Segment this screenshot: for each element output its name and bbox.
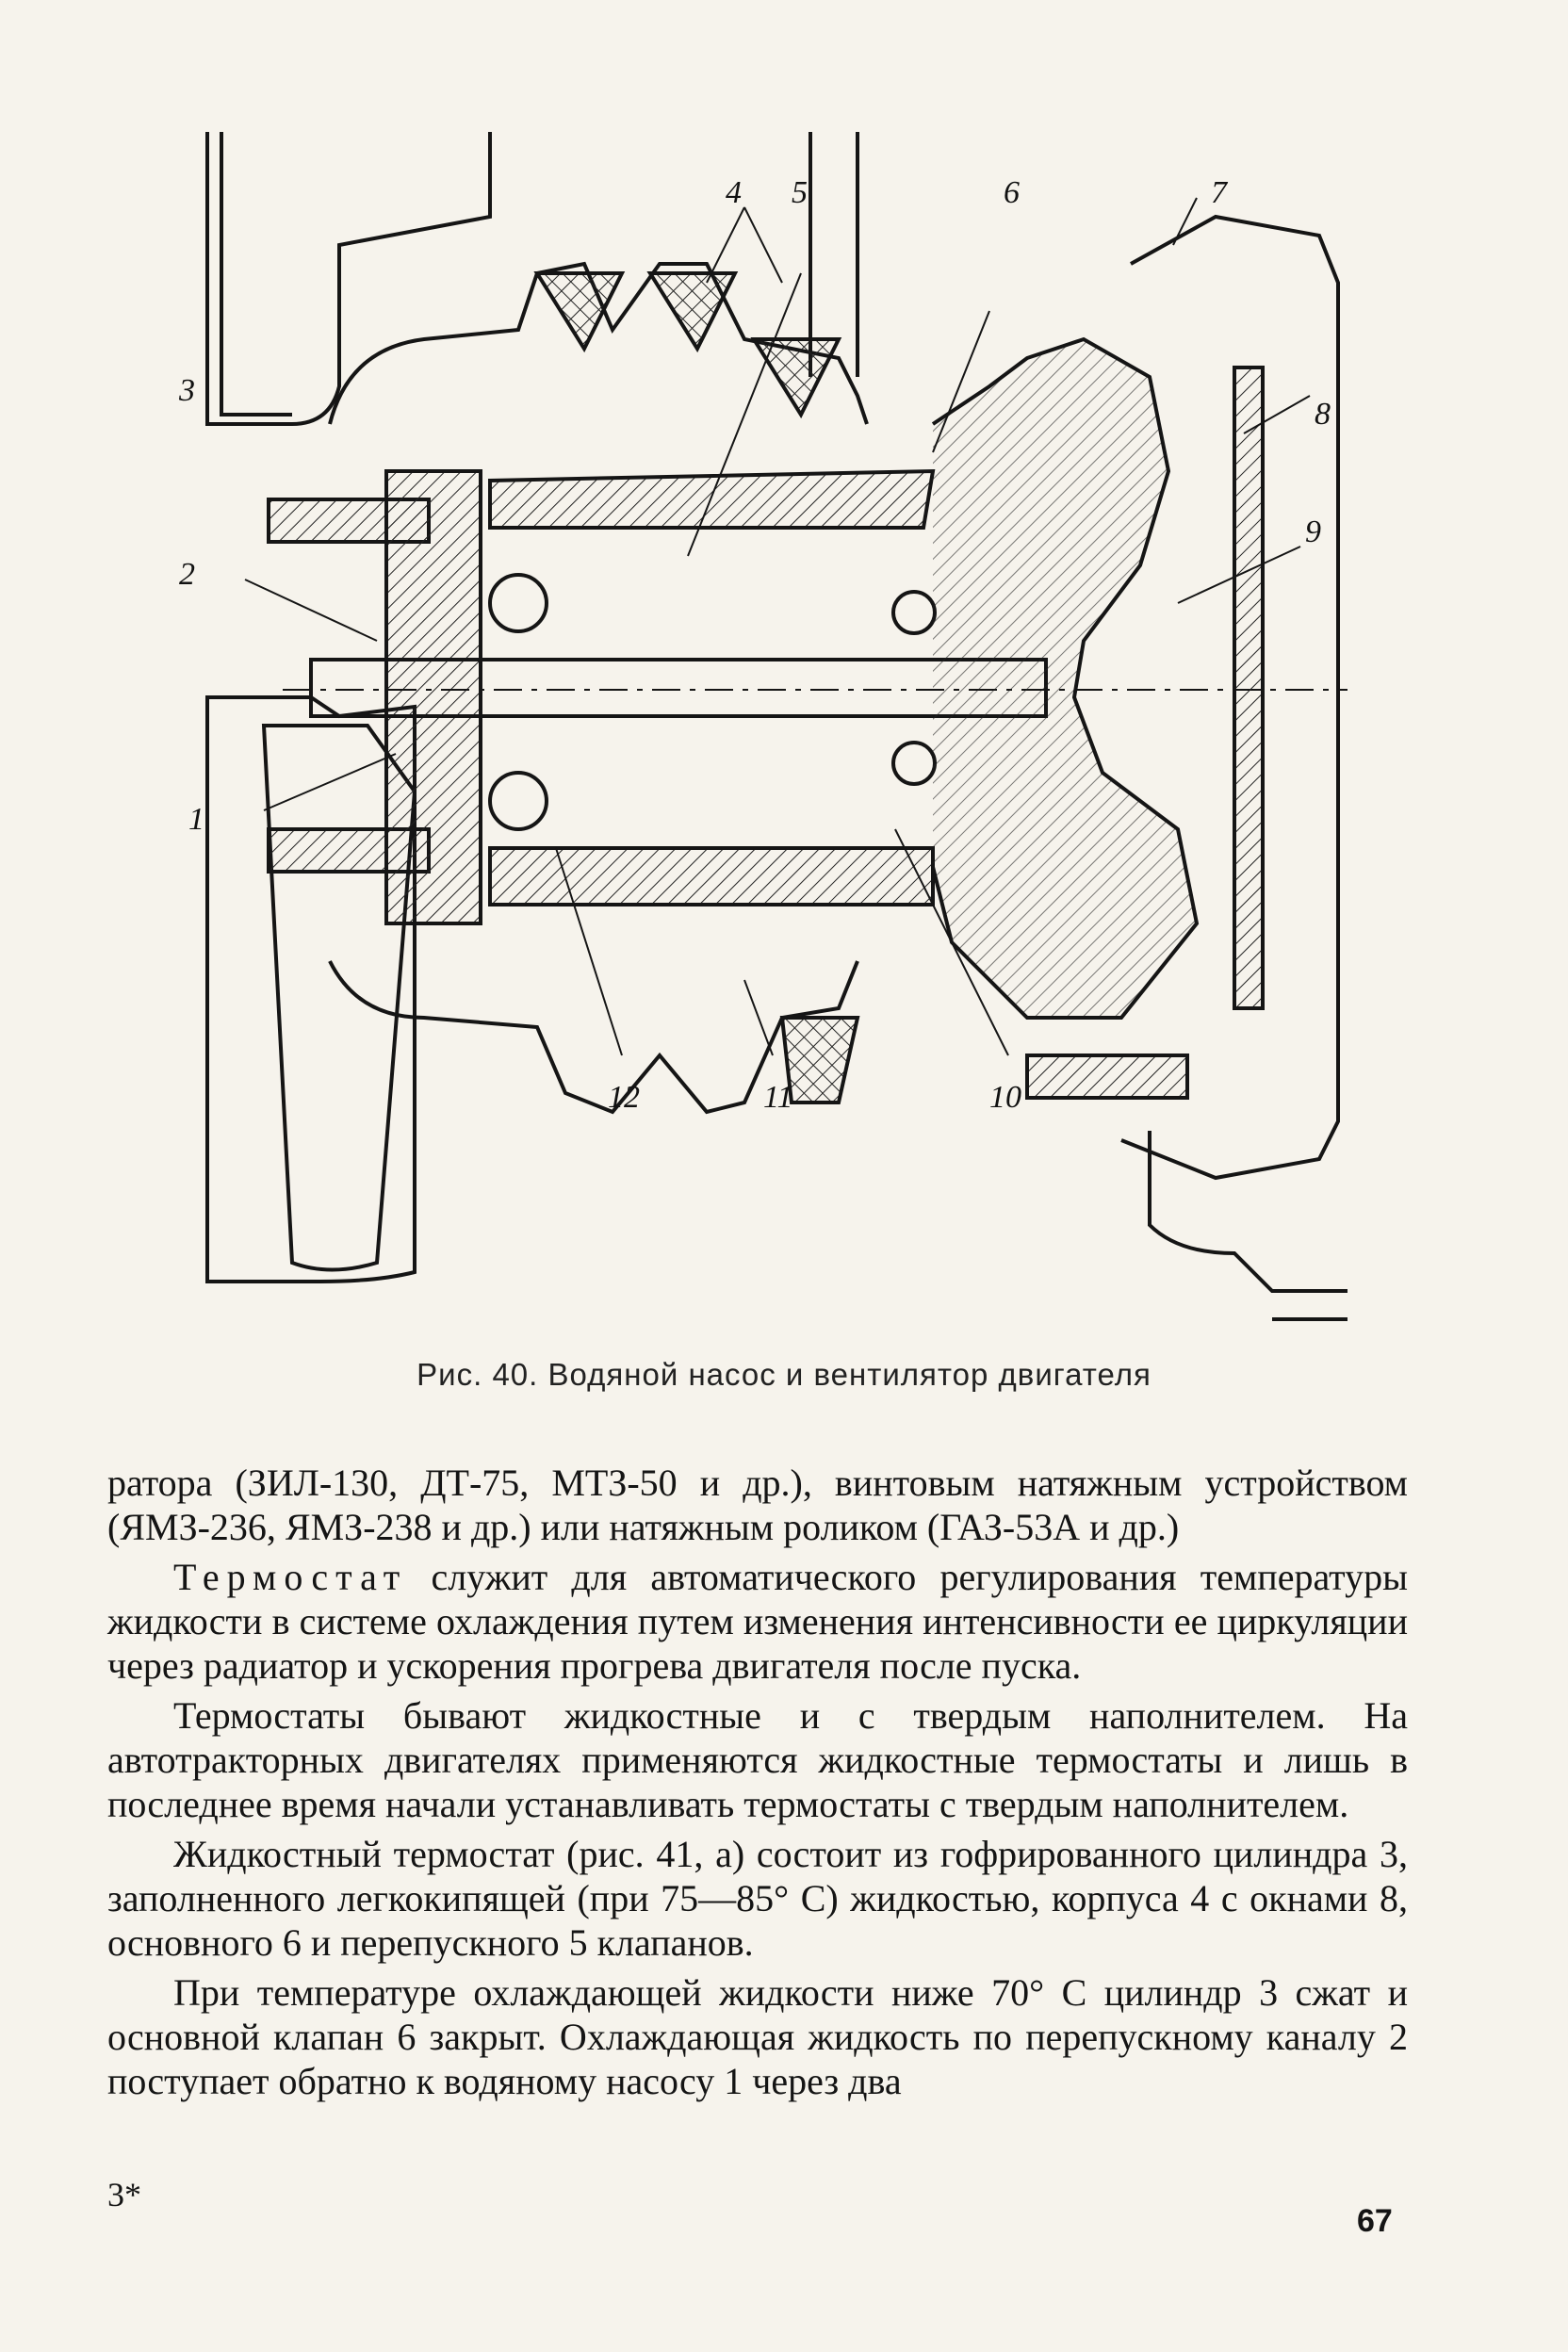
- part-label-6: 6: [1004, 175, 1020, 210]
- part-label-8: 8: [1315, 397, 1331, 432]
- part-label-4: 4: [726, 175, 742, 210]
- water-pump-figure: 4 5 6 7 3 8 9 2 1 12 11 10: [179, 113, 1348, 1366]
- paragraph-thermostat: Термостат служит для автоматического рег…: [107, 1555, 1408, 1688]
- paragraph-liquid-thermostat: Жидкостный термостат (рис. 41, а) состои…: [107, 1833, 1408, 1964]
- paragraph-continued: ратора (ЗИЛ-130, ДТ-75, МТЗ-50 и др.), в…: [107, 1462, 1408, 1548]
- paragraph-low-temperature: При температуре охлаждающей жидкости ниж…: [107, 1971, 1408, 2102]
- water-pump-drawing: 4 5 6 7 3 8 9 2 1 12 11 10: [179, 132, 1348, 1321]
- part-label-3: 3: [179, 373, 195, 408]
- part-label-2: 2: [179, 557, 195, 592]
- paragraph-thermostat-rest: служит для автоматического регулирования…: [107, 1556, 1408, 1687]
- part-label-10: 10: [989, 1080, 1021, 1115]
- part-label-5: 5: [792, 175, 808, 210]
- signature-mark: 3*: [107, 2176, 141, 2213]
- figure-caption: Рис. 40. Водяной насос и вентилятор двиг…: [416, 1357, 1152, 1392]
- part-label-9: 9: [1305, 514, 1321, 549]
- part-label-12: 12: [608, 1080, 640, 1115]
- part-label-7: 7: [1211, 175, 1229, 210]
- page-number: 67: [1357, 2203, 1393, 2239]
- part-label-11: 11: [763, 1080, 792, 1115]
- body-text: ратора (ЗИЛ-130, ДТ-75, МТЗ-50 и др.), в…: [107, 1461, 1408, 2109]
- part-label-1: 1: [188, 802, 204, 837]
- paragraph-types: Термостаты бывают жидкостные и с твердым…: [107, 1694, 1408, 1825]
- term-thermostat: Термостат: [173, 1556, 408, 1598]
